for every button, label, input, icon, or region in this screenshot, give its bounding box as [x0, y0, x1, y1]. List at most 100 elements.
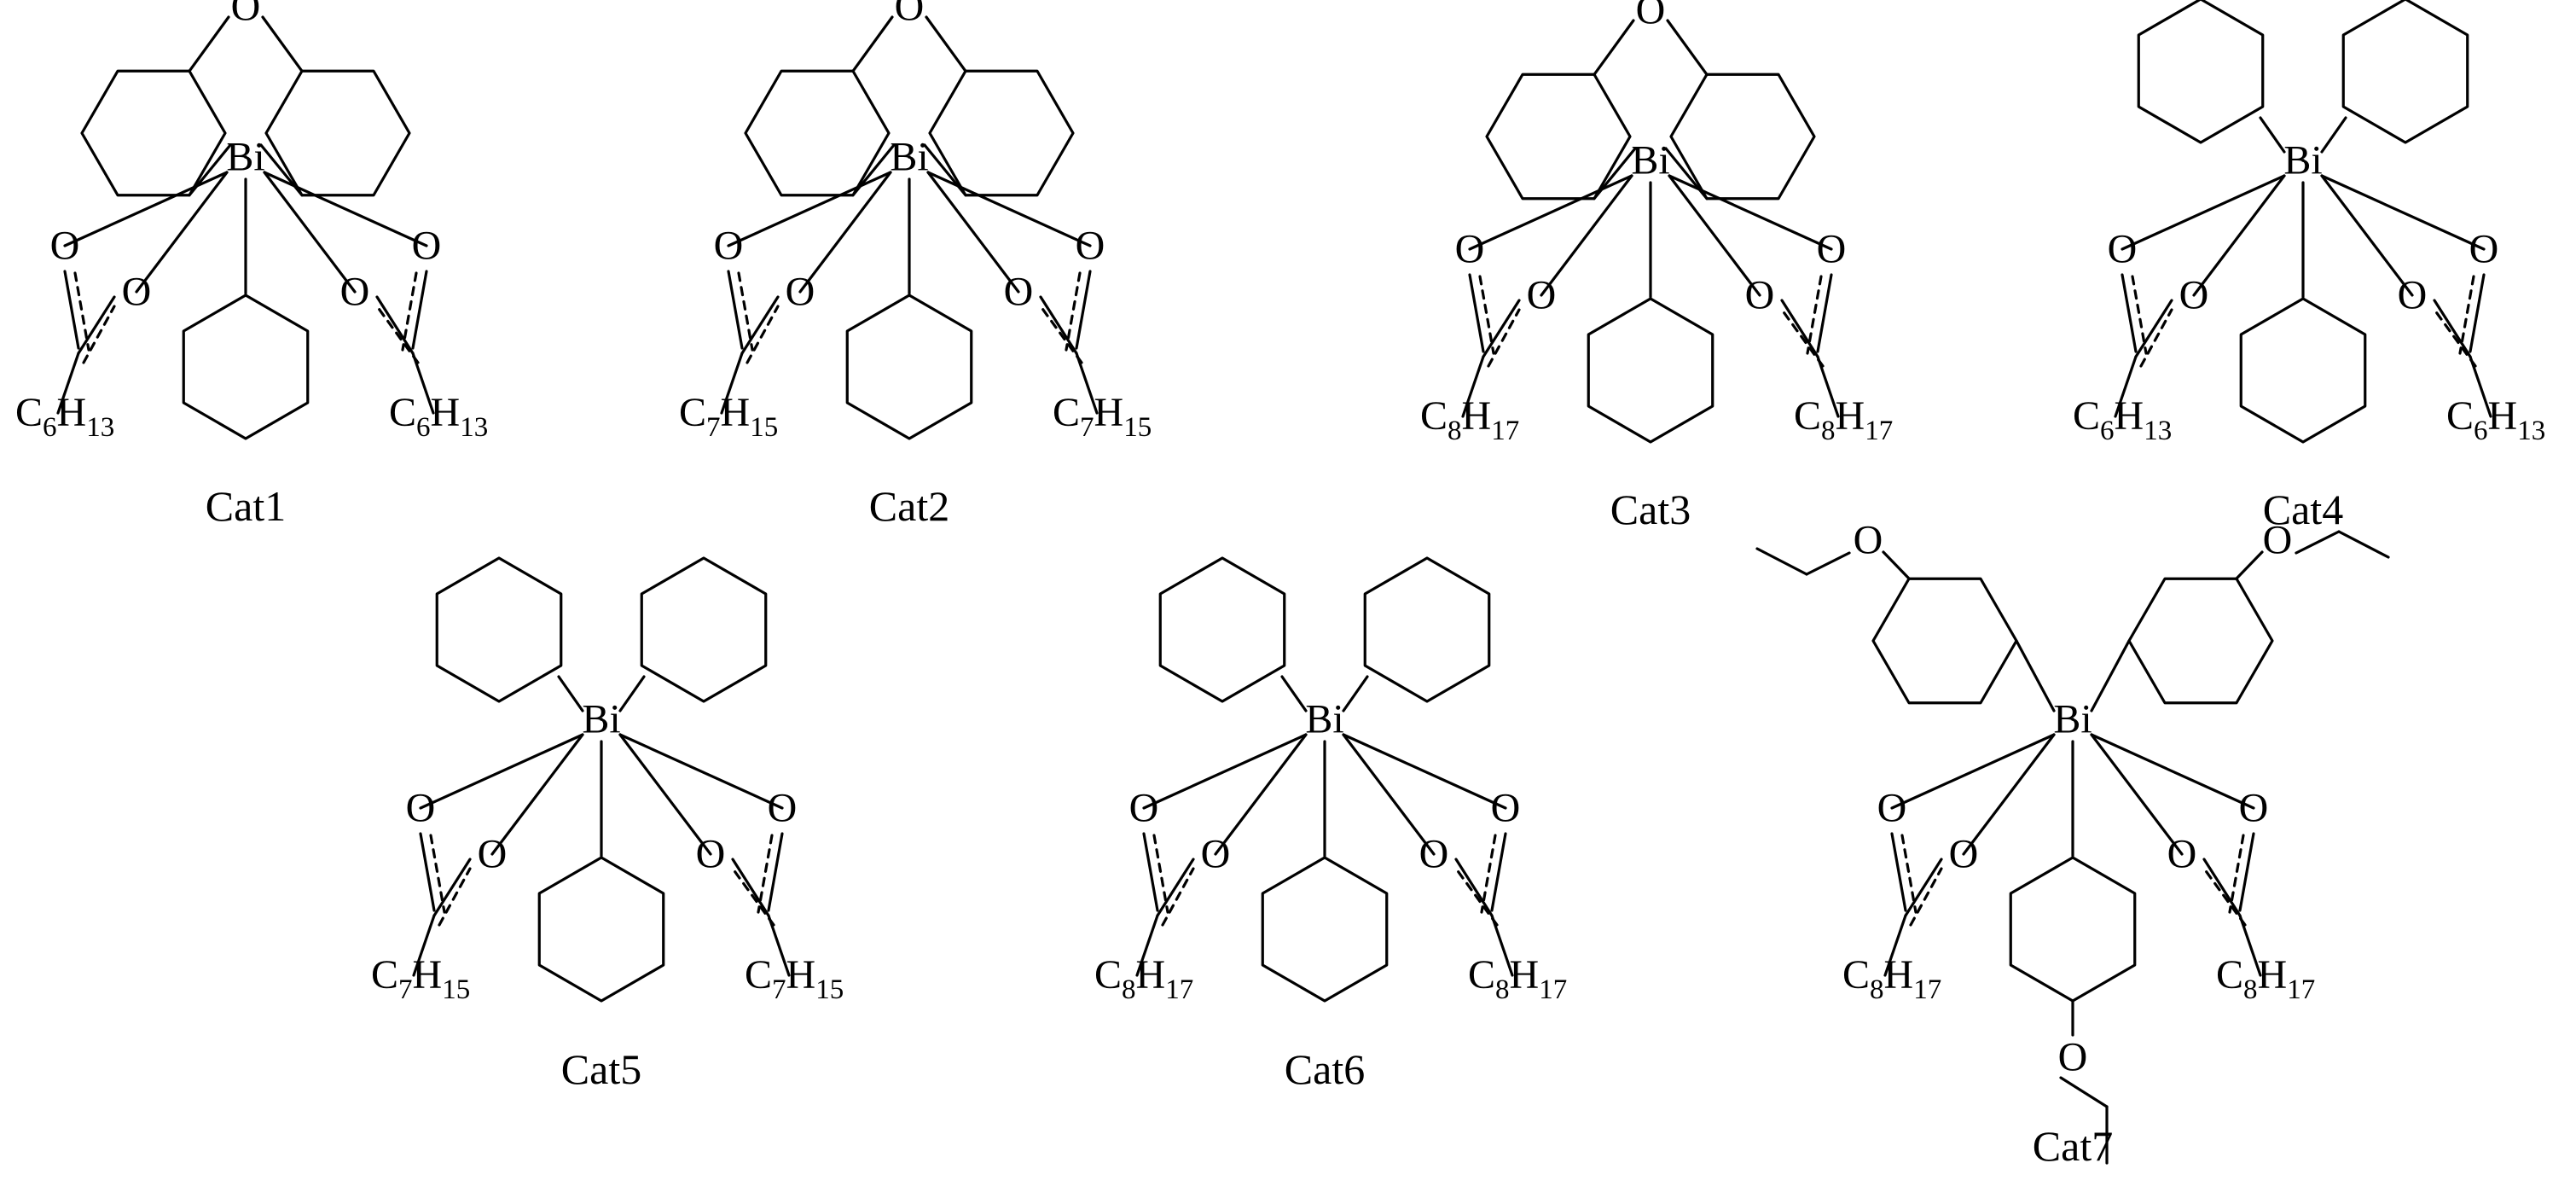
right-alkyl-bond	[411, 352, 435, 415]
hydrogen-count: 15	[442, 974, 470, 1005]
right-oxygen-atom: O	[1745, 273, 1775, 318]
hydrogen-symbol: H	[1884, 952, 1914, 997]
left-oxygen-atom: O	[786, 270, 815, 315]
right-alkyl-bond	[1075, 352, 1099, 415]
right-oxygen-atom: O	[1419, 832, 1449, 877]
right-oxygen-atom: O	[1004, 270, 1034, 315]
hydrogen-count: 17	[1539, 974, 1567, 1005]
carbon-symbol: C	[745, 952, 772, 997]
hydrogen-symbol: H	[2115, 393, 2144, 439]
left-c-o-bond	[740, 295, 780, 355]
right-delocalized-bond	[731, 867, 775, 927]
axial-phenyl-ring	[1261, 856, 1389, 1003]
left-delocalized-bond	[1152, 834, 1169, 914]
right-bi-o-bond	[2320, 174, 2414, 297]
aryl-bi-bond	[557, 675, 584, 712]
carbon-count: 6	[2474, 416, 2488, 446]
left-c-o-bond	[1904, 858, 1943, 917]
left-oxygen-atom: O	[1129, 786, 1159, 831]
carbon-count: 7	[1080, 412, 1094, 443]
left-c-o-bond	[1890, 832, 1907, 912]
carbon-count: 6	[43, 412, 57, 443]
left-phenyl-ring	[1158, 556, 1286, 703]
right-alkyl-bond	[767, 914, 791, 977]
left-oxygen-atom: O	[122, 270, 152, 315]
right-bi-o-bond	[2090, 733, 2255, 810]
right-alkyl-label: C7H15	[745, 952, 844, 1005]
hydrogen-symbol: H	[1136, 952, 1166, 997]
carbon-symbol: C	[1842, 952, 1870, 997]
right-alkyl-label: C8H17	[1468, 952, 1567, 1005]
left-delocalized-bond	[438, 867, 472, 927]
hydrogen-count: 15	[815, 974, 844, 1005]
hydrogen-count: 13	[2517, 416, 2545, 446]
left-oxygen-atom: O	[2108, 227, 2138, 272]
left-alkyl-bond	[1883, 914, 1907, 977]
caption-cat1: Cat1	[206, 482, 286, 530]
right-bi-o-bond	[1668, 174, 1833, 251]
right-bi-o-bond	[1342, 733, 1436, 856]
right-alkyl-label: C8H17	[1794, 393, 1893, 446]
left-bi-o-bond	[1540, 174, 1633, 297]
right-oxygen-atom: O	[768, 786, 798, 831]
ethyl-bond	[2337, 530, 2390, 559]
hydrogen-count: 13	[2144, 416, 2172, 446]
ether-bond	[188, 15, 230, 73]
left-bi-o-bond	[1468, 174, 1633, 251]
left-ethoxyphenyl-ring	[1871, 577, 2018, 705]
right-bi-o-bond	[618, 733, 784, 810]
hydrogen-symbol: H	[721, 390, 751, 435]
right-c-o-bond	[2238, 832, 2255, 912]
caption-cat4: Cat4	[2263, 486, 2343, 533]
left-delocalized-bond	[1900, 834, 1917, 914]
hydrogen-symbol: H	[413, 952, 443, 997]
caption-cat5: Cat5	[561, 1045, 641, 1093]
hydrogen-count: 13	[86, 412, 114, 443]
left-c-o-bond	[1142, 832, 1159, 912]
left-c-o-bond	[63, 270, 80, 350]
hydrogen-count: 15	[750, 412, 778, 443]
right-delocalized-bond	[2202, 867, 2247, 927]
right-bi-o-bond	[1668, 174, 1761, 297]
ethyl-bond	[2295, 530, 2341, 555]
carbon-count: 7	[706, 412, 721, 443]
right-oxygen-atom: O	[1817, 227, 1847, 272]
right-delocalized-bond	[375, 305, 420, 364]
aryl-bi-bond	[2015, 639, 2056, 712]
hydrogen-count: 17	[1165, 974, 1193, 1005]
right-oxygen-atom: O	[696, 832, 726, 877]
left-bi-o-bond	[1890, 733, 2056, 810]
hydrogen-count: 17	[1913, 974, 1941, 1005]
left-delocalized-bond	[2139, 308, 2173, 368]
left-phenyl-ring	[435, 556, 563, 703]
bridging-oxygen-atom: O	[231, 0, 261, 30]
left-bi-o-bond	[490, 733, 584, 856]
left-alkyl-bond	[412, 914, 436, 977]
carbon-symbol: C	[679, 390, 706, 435]
right-delocalized-bond	[1480, 834, 1497, 914]
right-oxygen-atom: O	[1491, 786, 1521, 831]
aryl-bi-bond	[2090, 639, 2131, 712]
right-alkyl-label: C8H17	[2216, 952, 2315, 1005]
right-bi-o-bond	[926, 171, 1092, 247]
right-c-o-bond	[1816, 273, 1833, 353]
hydrogen-symbol: H	[2488, 393, 2518, 439]
right-bi-o-bond	[926, 171, 1020, 294]
left-oxygen-atom: O	[1527, 273, 1557, 318]
left-c-o-bond	[2134, 299, 2173, 358]
hydrogen-count: 17	[1865, 416, 1893, 446]
left-alkyl-label: C7H15	[679, 390, 778, 443]
left-oxygen-atom: O	[2179, 273, 2209, 318]
right-delocalized-bond	[2458, 275, 2475, 355]
hydrogen-symbol: H	[1462, 393, 1492, 439]
o-aryl-bond	[1882, 550, 1911, 580]
left-bi-o-bond	[2192, 174, 2286, 297]
hydrogen-count: 17	[2287, 974, 2315, 1005]
left-c-o-bond	[727, 270, 744, 350]
carbon-symbol: C	[389, 390, 416, 435]
left-bi-o-bond	[727, 171, 892, 247]
right-benzene-ring	[928, 69, 1075, 197]
right-delocalized-bond	[2433, 308, 2477, 368]
